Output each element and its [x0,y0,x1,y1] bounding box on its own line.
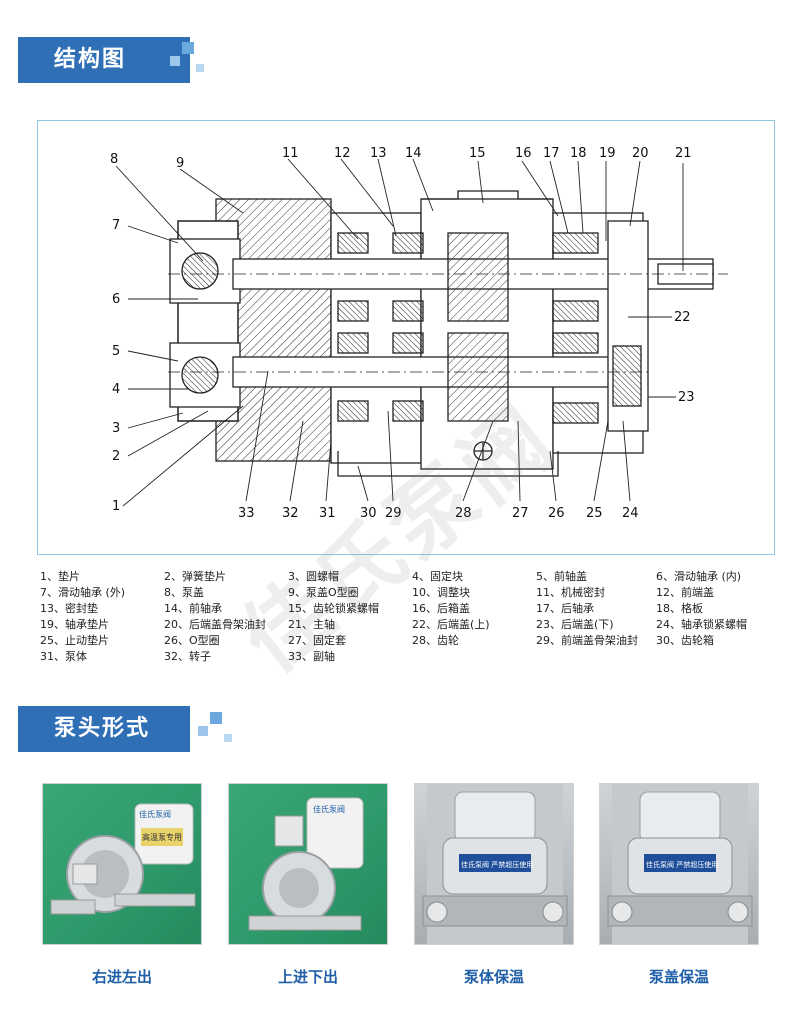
callout-bottom-7: 26 [548,506,565,521]
photo-cover-insulated: 佳氏泵阀 严禁超压使用 [599,783,759,945]
callout-top-7: 16 [515,146,532,161]
structure-diagram: 8 9 11 12 13 14 15 16 17 18 19 20 21 7 6… [37,120,775,555]
legend-item: 2、弹簧垫片 [164,570,226,583]
section-title-pump-head: 泵头形式 [54,716,151,741]
legend-item: 4、固定块 [412,570,463,583]
callout-top-1: 9 [176,156,184,171]
callout-right-1: 23 [678,390,695,405]
callout-bottom-9: 24 [622,506,639,521]
callout-top-8: 17 [543,146,560,161]
callout-top-10: 19 [599,146,616,161]
callout-right-0: 22 [674,310,691,325]
callout-left-1: 6 [112,292,120,307]
pump-image [422,784,568,944]
caption-cover-insulated: 泵盖保温 [648,968,709,986]
legend-item: 31、泵体 [40,650,87,663]
pump-image [607,784,753,944]
legend-item: 13、密封垫 [40,602,98,615]
callout-top-11: 20 [632,146,649,161]
legend-item: 14、前轴承 [164,602,222,615]
legend-item: 9、泵盖O型圈 [288,586,359,599]
legend-item: 15、齿轮锁紧螺帽 [288,602,379,615]
legend-item: 26、O型圈 [164,634,220,647]
caption-right-in-left-out: 右进左出 [91,968,152,986]
callout-left-2: 5 [112,344,120,359]
nameplate-label: 佳氏泵阀 [139,810,171,819]
legend-item: 3、圆螺帽 [288,570,339,583]
callout-top-6: 15 [469,146,486,161]
callout-top-0: 8 [110,152,118,167]
legend-item: 17、后轴承 [536,602,594,615]
pump-image [248,797,364,931]
legend-item: 33、副轴 [288,650,335,663]
legend-item: 11、机械密封 [536,586,605,599]
legend-item: 8、泵盖 [164,586,204,599]
section-header-pump-head: 泵头形式 [18,706,190,752]
section-header-structure: 结构图 [18,37,190,83]
legend-item: 5、前轴盖 [536,570,587,583]
legend-item: 23、后端盖(下) [536,618,614,631]
callout-left-4: 3 [112,421,120,436]
callout-left-6: 1 [112,499,120,514]
callout-top-3: 12 [334,146,351,161]
legend-item: 32、转子 [164,650,211,663]
nameplate-label: 佳氏泵阀 严禁超压使用 [646,861,719,869]
legend-item: 29、前端盖骨架油封 [536,634,638,647]
legend-item: 6、滑动轴承 (内) [656,570,742,583]
legend-item: 19、轴承垫片 [40,618,109,631]
pump-image [50,803,196,915]
legend-item: 24、轴承锁紧螺帽 [656,618,747,631]
legend-item: 12、前端盖 [656,586,714,599]
legend-item: 10、调整块 [412,586,470,599]
legend-item: 22、后端盖(上) [412,618,490,631]
section-title-structure: 结构图 [54,47,127,72]
nameplate-label: 佳氏泵阀 严禁超压使用 [461,861,534,869]
photo-top-in-bottom-out: 佳氏泵阀 [228,783,388,945]
legend-item: 1、垫片 [40,570,80,583]
caption-body-insulated: 泵体保温 [463,968,524,986]
callout-bottom-5: 28 [455,506,472,521]
photo-right-in-left-out: 佳氏泵阀 高温泵专用 [42,783,202,945]
callout-top-5: 14 [405,146,422,161]
callout-left-0: 7 [112,218,120,233]
legend-item: 21、主轴 [288,618,335,631]
legend-item: 27、固定套 [288,634,346,647]
callout-left-3: 4 [112,382,120,397]
callout-left-5: 2 [112,449,120,464]
callout-bottom-4: 29 [385,506,402,521]
pump-cross-section-drawing: 8 9 11 12 13 14 15 16 17 18 19 20 21 7 6… [110,146,728,521]
caption-top-in-bottom-out: 上进下出 [277,968,338,986]
callout-bottom-8: 25 [586,506,603,521]
callout-bottom-1: 32 [282,506,299,521]
callout-top-2: 11 [282,146,299,161]
legend-item: 20、后端盖骨架油封 [164,618,266,631]
nameplate-label: 佳氏泵阀 [313,805,345,814]
callout-top-9: 18 [570,146,587,161]
legend-item: 28、齿轮 [412,634,459,647]
legend-item: 30、齿轮箱 [656,634,714,647]
callout-bottom-2: 31 [319,506,336,521]
callout-bottom-3: 30 [360,506,377,521]
legend-item: 16、后箱盖 [412,602,470,615]
warning-tag: 高温泵专用 [142,833,182,842]
callout-top-12: 21 [675,146,692,161]
legend-item: 7、滑动轴承 (外) [40,586,126,599]
callout-bottom-0: 33 [238,506,255,521]
callout-bottom-6: 27 [512,506,529,521]
callout-top-4: 13 [370,146,387,161]
legend-item: 25、止动垫片 [40,634,109,647]
legend-item: 18、格板 [656,602,703,615]
photo-body-insulated: 佳氏泵阀 严禁超压使用 [414,783,574,945]
